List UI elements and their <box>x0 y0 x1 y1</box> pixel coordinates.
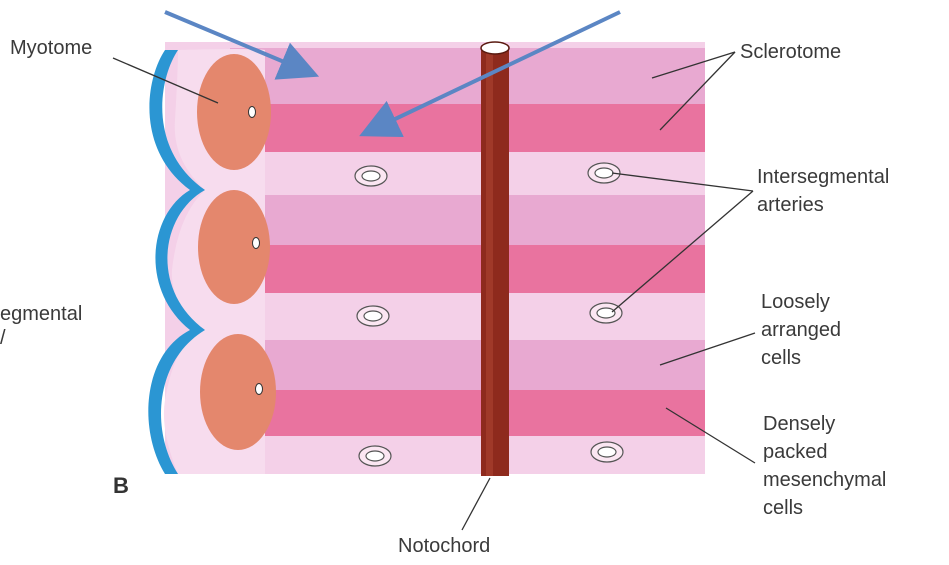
left-cut-label-line1: egmental <box>0 302 82 326</box>
loose-band-3 <box>230 340 705 390</box>
dense-band-3 <box>230 390 705 436</box>
myotome-1 <box>197 54 271 170</box>
dense-band-1 <box>230 104 705 152</box>
panel-letter: B <box>113 473 129 499</box>
densely-label-line1: Densely <box>763 412 835 436</box>
myotome-3 <box>200 334 276 450</box>
myotome-2 <box>198 190 270 304</box>
loose-band-1 <box>230 48 705 104</box>
artery-ring <box>591 442 623 462</box>
intersegmental-arteries-line1: Intersegmental <box>757 165 889 189</box>
loosely-label-line2: arranged <box>761 318 841 342</box>
myotome-label: Myotome <box>10 36 92 60</box>
myotome-spot-1 <box>249 107 256 118</box>
left-cut-label-line2: / <box>0 326 6 350</box>
densely-label-line3: mesenchymal <box>763 468 886 492</box>
sclerotome-label: Sclerotome <box>740 40 841 64</box>
notochord-label: Notochord <box>398 534 490 558</box>
artery-ring <box>357 306 389 326</box>
loosely-label-line3: cells <box>761 346 801 370</box>
dense-band-2 <box>230 245 705 293</box>
notochord-rod <box>481 42 509 476</box>
myotome-spot-3 <box>256 384 263 395</box>
densely-label-line4: cells <box>763 496 803 520</box>
intersegmental-arteries-line2: arteries <box>757 193 824 217</box>
loosely-label-line1: Loosely <box>761 290 830 314</box>
myotome-spot-2 <box>253 238 260 249</box>
notochord-leader <box>462 478 490 530</box>
artery-ring <box>355 166 387 186</box>
artery-ring <box>359 446 391 466</box>
artery-ring <box>590 303 622 323</box>
densely-label-line2: packed <box>763 440 828 464</box>
loose-band-2 <box>230 195 705 245</box>
